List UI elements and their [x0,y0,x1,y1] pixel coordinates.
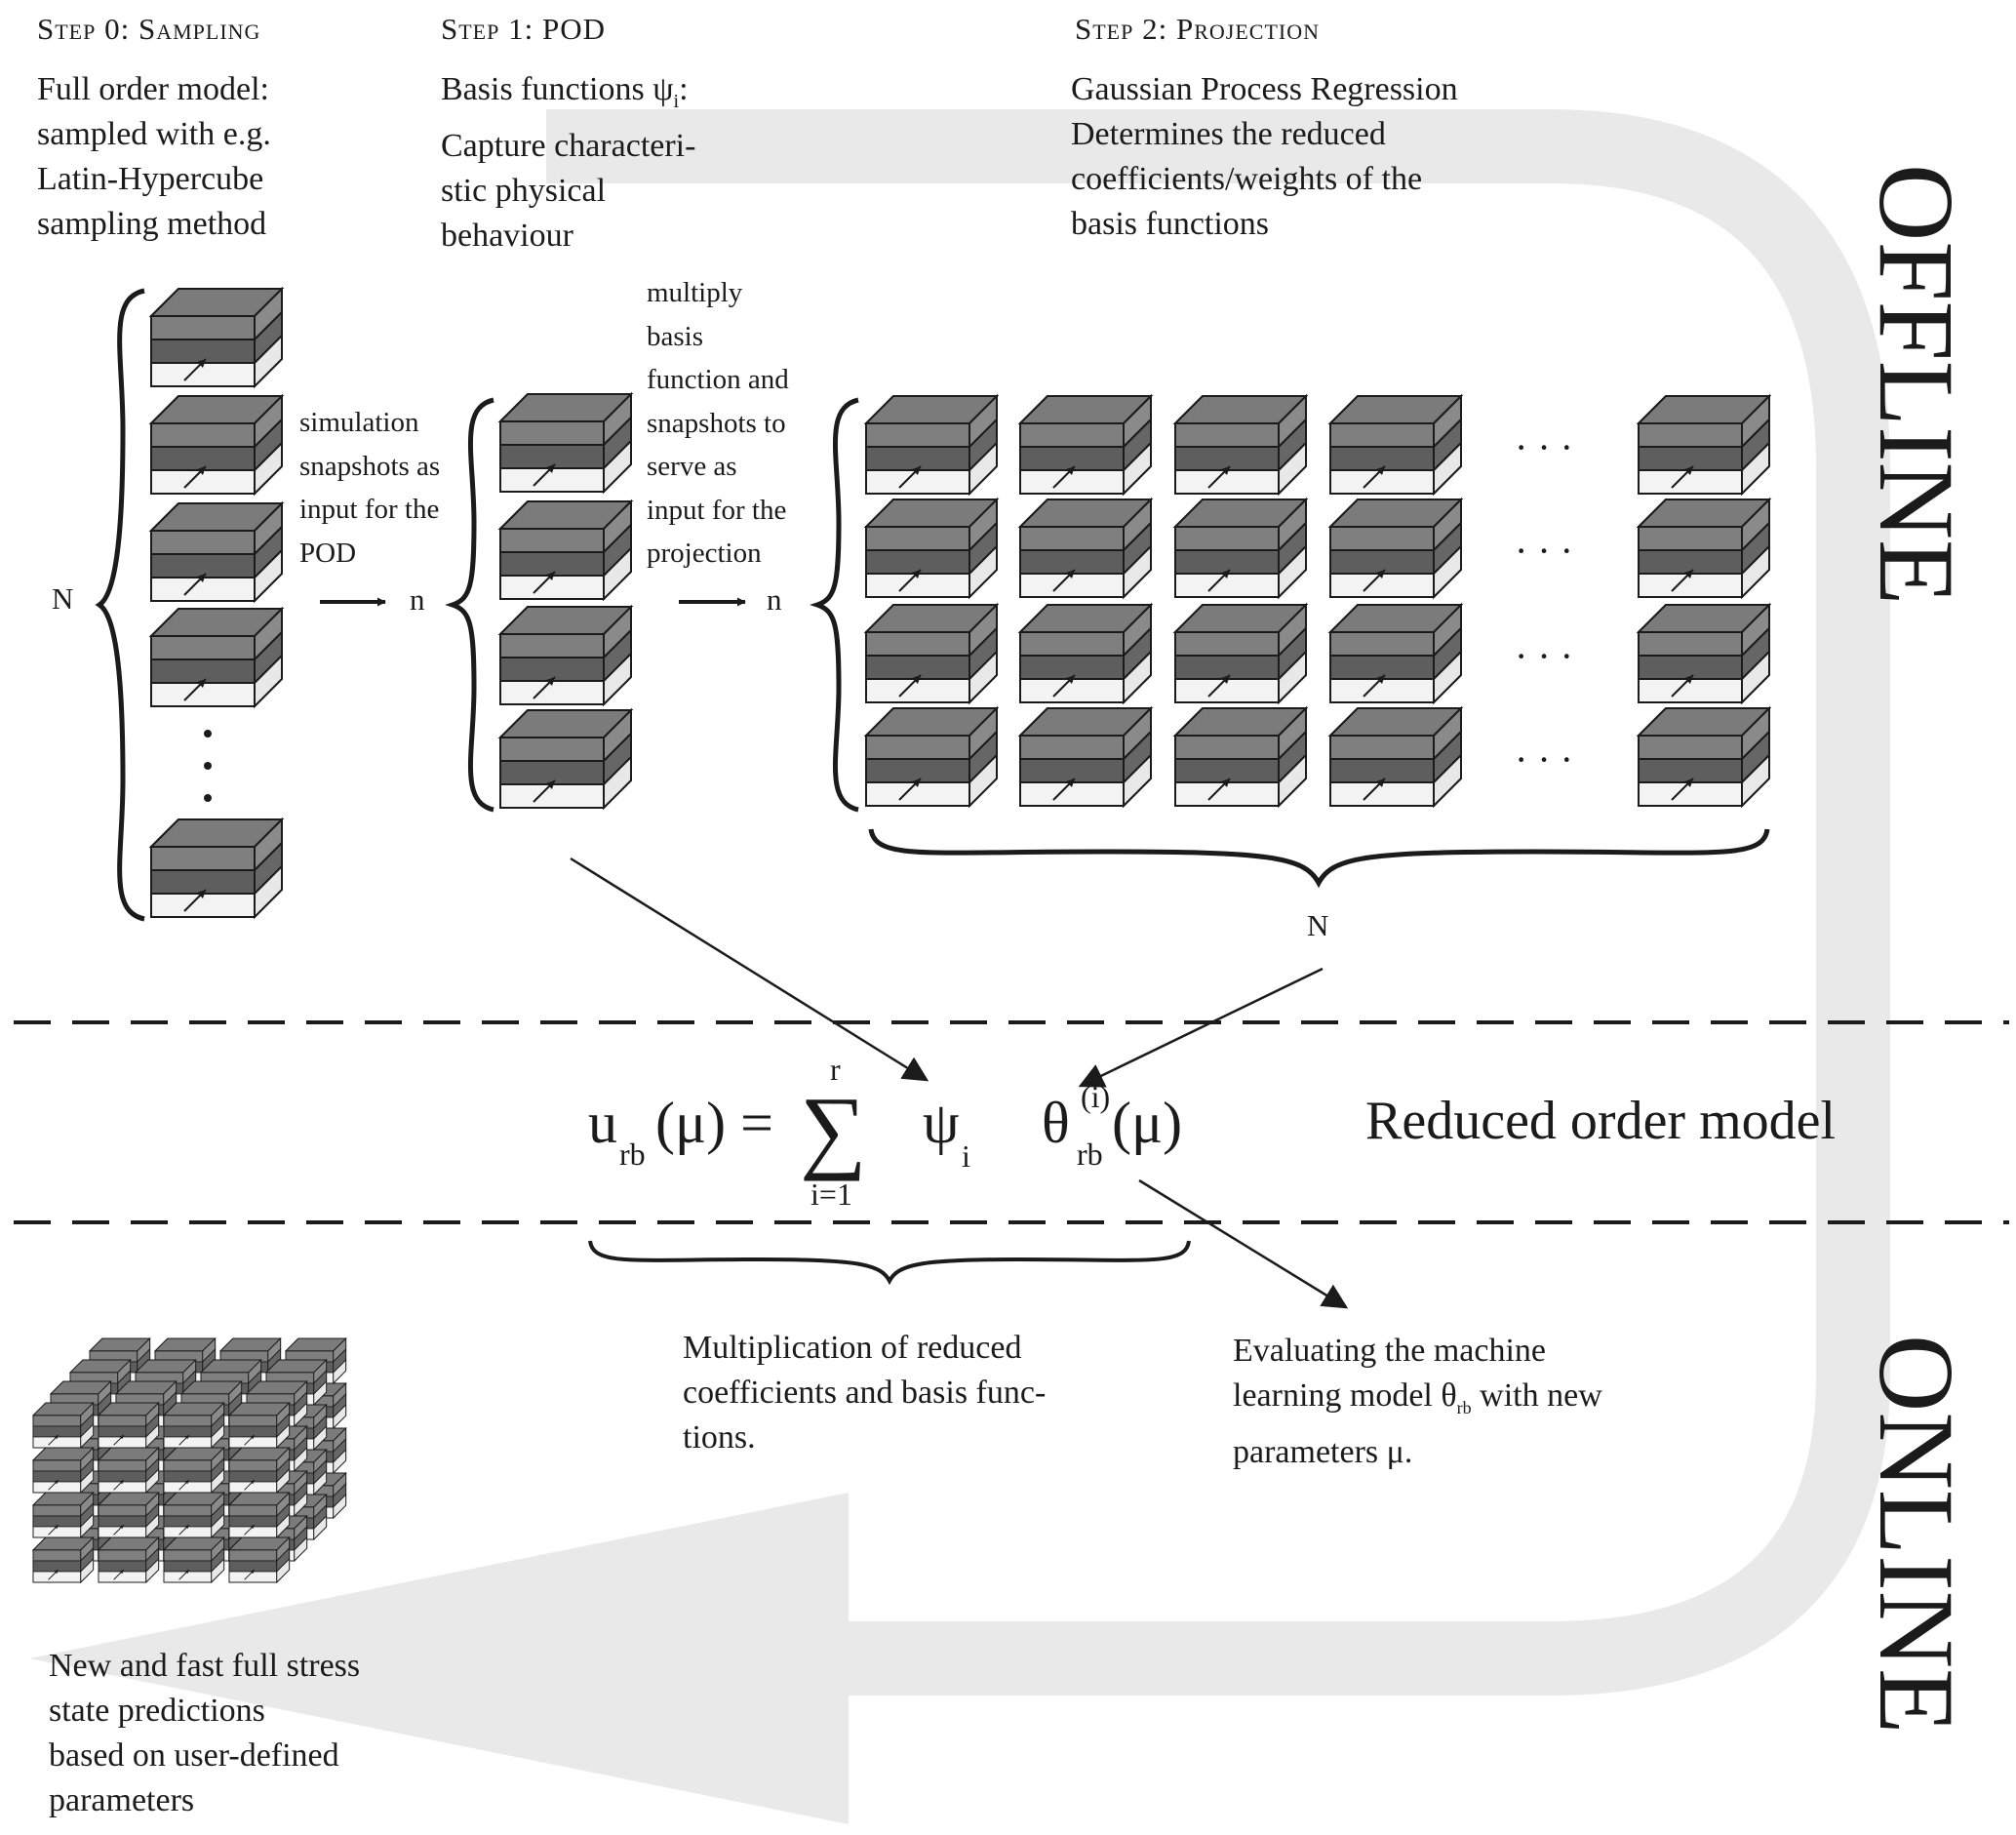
step2-line-1: Gaussian Process Regression [1071,71,1458,107]
eq-sigma: ∑ [800,1077,867,1181]
step0-description: Full order model: sampled with e.g. Lati… [37,67,271,247]
prediction-block [163,1447,225,1494]
eq-sum-bottom: i=1 [810,1177,852,1212]
prediction-block [228,1402,291,1449]
step2-line-4: basis functions [1071,206,1270,242]
step0-line-2: sampled with e.g. [37,116,271,152]
predictions-caption: New and fast full stress state predictio… [49,1648,361,1818]
projection-grid-blocks [865,395,1770,807]
prediction-block [163,1402,225,1449]
prediction-block [98,1536,160,1583]
prediction-block [228,1492,291,1538]
ellipsis-row-3: · · · [1515,634,1573,678]
eq-theta-sub: rb [1077,1137,1103,1172]
eq-u-sub: rb [619,1137,646,1172]
step1-description: Basis functions ψi: Capture characteri- … [441,67,695,259]
prediction-block [228,1536,291,1583]
prediction-block [163,1536,225,1583]
step2-description: Gaussian Process Regression Determines t… [1071,67,1458,247]
brace-right-n [810,397,859,813]
eq-psi-sub: i [962,1138,970,1174]
ellipsis-row-1: · · · [1515,425,1573,469]
offline-label: OFFLINE [1857,164,1976,606]
cycle-arrow-band [546,109,1890,1695]
step1-line-4: behaviour [441,217,573,254]
cycle-arrow-head [29,1493,849,1824]
prediction-block [32,1492,95,1538]
step0-line-1: Full order model: [37,71,269,107]
prediction-block [32,1536,95,1583]
prediction-block-grid [32,1337,347,1583]
label-n-right: n [767,582,782,617]
eq-u: u [588,1091,617,1155]
sampling-snapshots [150,288,283,918]
brace-left-N [95,288,145,922]
eq-theta: θ [1042,1091,1070,1155]
label-N-left: N [52,581,74,616]
multiplication-caption: Multiplication of reduced coefficients a… [683,1330,1047,1456]
eq-mu-equals: (μ) = [655,1091,773,1155]
step0-line-4: sampling method [37,206,267,242]
prediction-block [98,1402,160,1449]
step2-line-2: Determines the reduced [1071,116,1386,152]
snapshots-note: simulation snapshots as input for the PO… [299,407,441,569]
eq-theta-sup: (i) [1081,1079,1111,1114]
label-n-mid: n [410,582,425,617]
step0-heading: Step 0: Sampling [37,12,261,46]
brace-bottom-N [868,828,1770,889]
ellipsis-row-4: · · · [1515,738,1573,781]
prediction-block [163,1492,225,1538]
step1-line-1: Basis functions ψi: [441,71,689,112]
prediction-block [228,1447,291,1494]
prediction-block [32,1402,95,1449]
arrow-coeffs-to-equation [1078,967,1324,1088]
eq-psi: ψ [923,1091,960,1155]
prediction-block [98,1492,160,1538]
arrow-theta-to-evaluation [1138,1178,1349,1309]
online-label: ONLINE [1857,1335,1976,1735]
pod-basis-blocks [499,393,632,809]
step0-line-3: Latin-Hypercube [37,161,264,197]
eq-mu-end: (μ) [1112,1091,1183,1155]
brace-equation [588,1240,1191,1286]
step1-line-2: Capture characteri- [441,127,696,164]
step1-line-3: stic physical [441,172,607,209]
reduced-order-model-label: Reduced order model [1365,1091,1837,1151]
multiply-note: multiply basis function and snapshots to… [647,277,789,569]
step2-line-3: coefficients/weights of the [1071,161,1423,197]
ellipsis-row-2: · · · [1515,529,1573,573]
prediction-block [32,1447,95,1494]
evaluation-caption: Evaluating the machine learning model θr… [1233,1333,1602,1470]
prediction-block [98,1447,160,1494]
label-N-bottom: N [1307,908,1329,942]
eq-sum-top: r [830,1052,841,1087]
arrow-basis-to-equation [570,857,929,1082]
brace-mid-n [445,397,494,813]
step1-heading: Step 1: POD [441,12,606,46]
step2-heading: Step 2: Projection [1075,12,1320,46]
